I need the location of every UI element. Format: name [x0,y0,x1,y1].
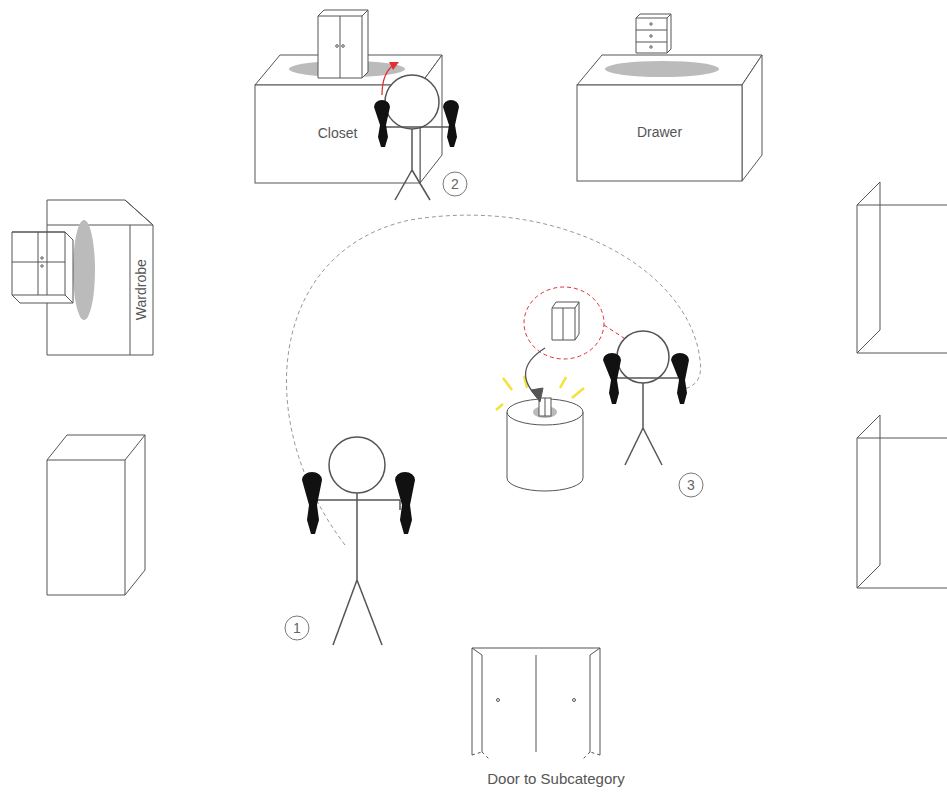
pedestal-box: Wardrobe [130,225,153,355]
callout-number: 3 [687,478,695,492]
person-figure [603,331,689,465]
drawer-pedestal [577,14,762,181]
door [472,648,600,760]
callout-number: 2 [451,177,459,191]
walking-path [286,215,700,545]
callout-circle [285,172,703,640]
selection-ring [524,287,604,359]
pedestal-box: Drawer [577,85,742,181]
person-figure [302,437,415,645]
pedestal-box: Closet [255,85,420,183]
closet-pedestal [255,10,442,183]
pedestal-label: Drawer [637,125,682,140]
pedestal-label: Closet [318,126,358,141]
cylinder-pedestal [496,376,584,491]
door-caption: Door to Subcategory [487,771,625,788]
callout-number: 1 [293,621,301,635]
wardrobe-pedestal [12,200,153,355]
door-node: Door to Subcategory [440,645,672,795]
pedestal-label: Wardrobe [134,260,149,321]
empty-pedestal [47,182,947,595]
